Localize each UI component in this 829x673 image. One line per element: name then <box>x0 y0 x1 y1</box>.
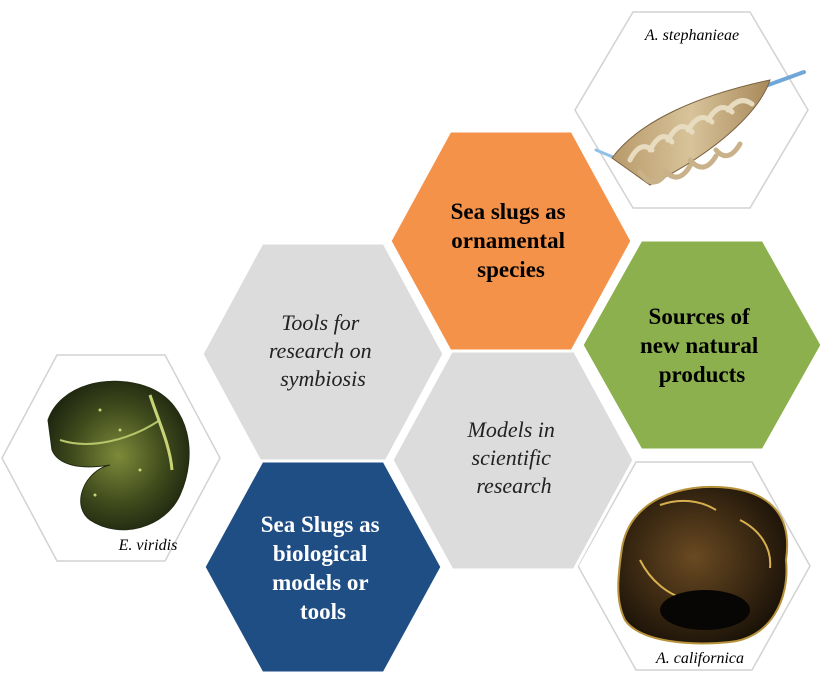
natural-products-line-2: new natural <box>640 333 758 358</box>
natural-products-line-1: Sources of <box>649 304 750 329</box>
hex-photo-viridis: E. viridis <box>2 355 220 561</box>
hex-natural-products: Sources of new natural products <box>582 240 822 450</box>
ornamental-line-2: ornamental <box>451 228 565 253</box>
species-label-viridis: E. viridis <box>118 537 178 554</box>
biological-line-1: Sea Slugs as <box>261 512 380 537</box>
species-label-californica: A. californica <box>655 650 744 667</box>
californica-slug-image <box>618 487 787 643</box>
models-line-3: research <box>476 473 551 498</box>
models-line-1: Models in <box>467 417 555 442</box>
ornamental-line-1: Sea slugs as <box>451 199 566 224</box>
symbiosis-line-2: research on <box>269 338 372 363</box>
svg-text:Tools for research on: Tools for research on symbiosis <box>269 310 377 391</box>
biological-line-4: tools <box>300 599 346 624</box>
symbiosis-line-3: symbiosis <box>280 366 366 391</box>
biological-line-2: biological <box>273 541 368 566</box>
natural-products-line-3: products <box>659 362 746 387</box>
svg-text:Models in scientific: Models in scientific research <box>467 417 561 498</box>
biological-line-3: models or <box>272 570 368 595</box>
hex-photo-stephanieae: A. stephanieae <box>575 12 808 208</box>
species-label-stephanieae: A. stephanieae <box>644 27 739 44</box>
hex-biological-models: Sea Slugs as biological models or tools <box>204 461 442 673</box>
models-line-2: scientific <box>472 445 552 470</box>
symbiosis-line-1: Tools for <box>281 310 360 335</box>
ornamental-line-3: species <box>477 257 545 282</box>
